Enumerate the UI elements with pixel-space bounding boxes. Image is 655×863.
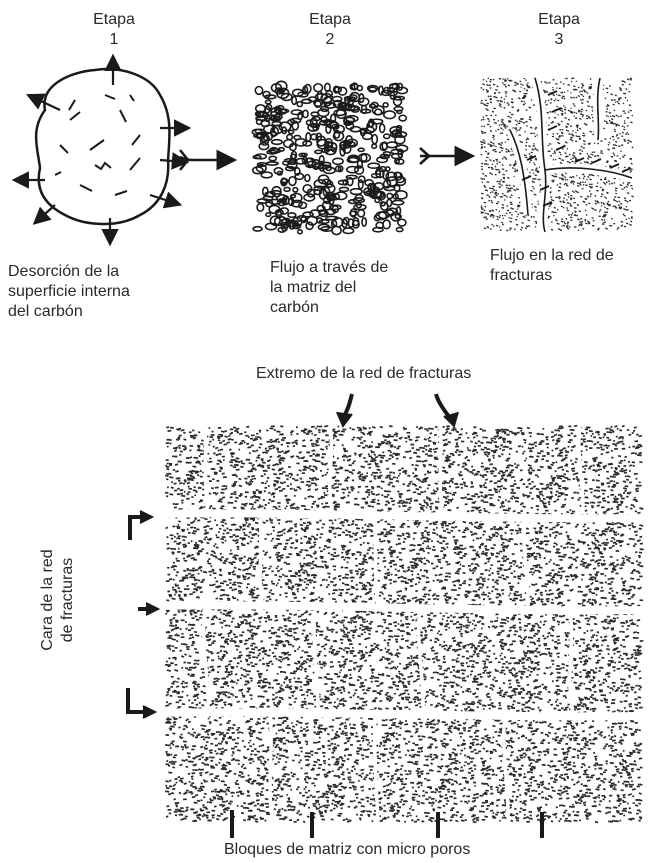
stage-2-description: Flujo a través de la matriz del carbón [270,258,388,318]
coal-particle-illustration [16,58,187,242]
fracture-network-illustration [480,78,634,232]
cleat-end-arrows [337,394,458,426]
fracture-end-label: Extremo de la red de fracturas [256,364,471,384]
coal-block-illustration [150,426,645,823]
stage-1-description: Desorción de la superficie interna del c… [8,262,130,322]
fracture-face-label: Cara de la red de fracturas [38,540,82,660]
coal-matrix-illustration [252,81,407,234]
stage-3-description: Flujo en la red de fracturas [490,246,614,286]
matrix-blocks-label: Bloques de matriz con micro poros [224,840,470,860]
face-cleat-arrows [128,511,158,718]
